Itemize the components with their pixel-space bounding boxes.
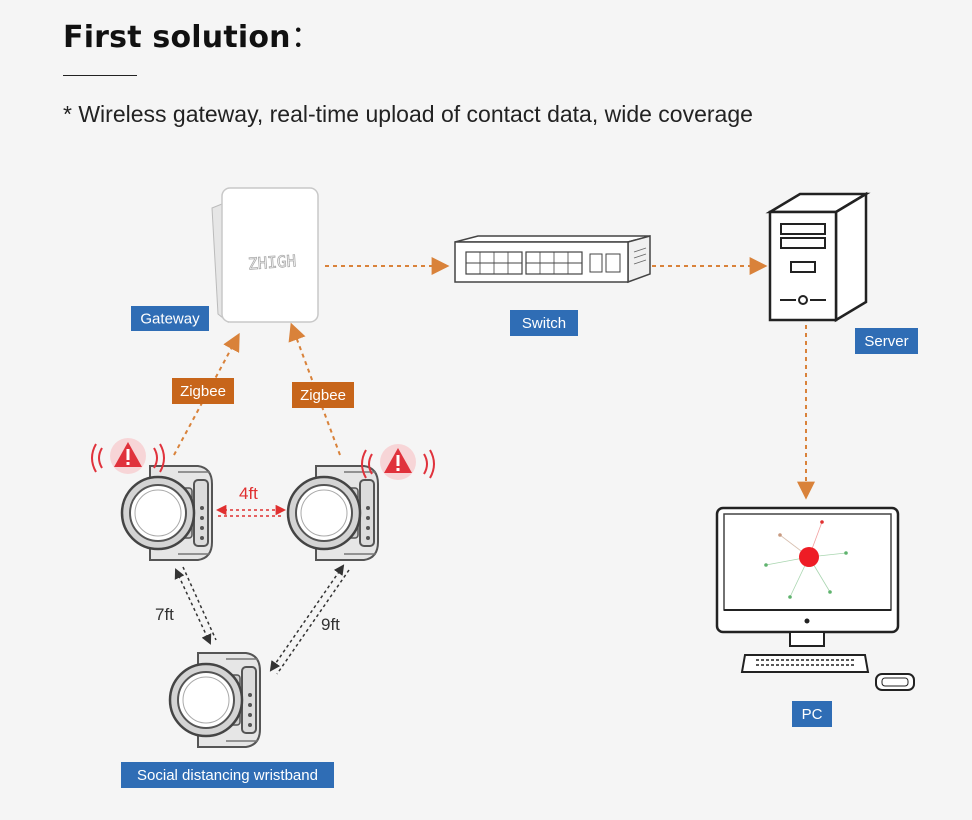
switch-device-icon [454,235,651,284]
pc-screen-graph [764,520,848,599]
svg-text:Gateway: Gateway [140,311,200,328]
svg-text:Social distancing wristband: Social distancing wristband [137,767,318,784]
svg-text:Switch: Switch [522,315,566,332]
distance-label-7ft: 7ft [155,605,174,624]
distance-arrow-7ft-2 [182,566,217,641]
wristband-right-icon [286,464,380,562]
pc-label: PC [792,701,832,727]
arrow-wristband-right-to-gateway [288,322,341,456]
svg-text:Server: Server [864,333,908,350]
server-label: Server [855,328,918,354]
svg-text:PC: PC [802,706,823,723]
wristband-left-icon [120,464,214,562]
gateway-label: Gateway [131,306,209,331]
distance-arrow-7ft [174,568,212,645]
svg-text:Zigbee: Zigbee [180,383,226,400]
svg-text:Zigbee: Zigbee [300,387,346,404]
distance-label-9ft: 9ft [321,615,340,634]
gateway-device-icon: ZHIGH [211,187,319,324]
wristband-label: Social distancing wristband [121,762,334,788]
zigbee-label-left: Zigbee [172,378,234,404]
pc-monitor-icon [715,506,915,691]
wristband-bottom-icon [168,651,262,749]
distance-label-4ft: 4ft [239,484,258,503]
zigbee-label-right: Zigbee [292,382,354,408]
title-underline [63,75,137,76]
gateway-brand: ZHIGH [247,251,296,273]
server-tower-icon [765,191,871,323]
page-title: First solution： [63,20,321,55]
page-subtitle: * Wireless gateway, real-time upload of … [63,101,753,127]
switch-label: Switch [510,310,578,336]
